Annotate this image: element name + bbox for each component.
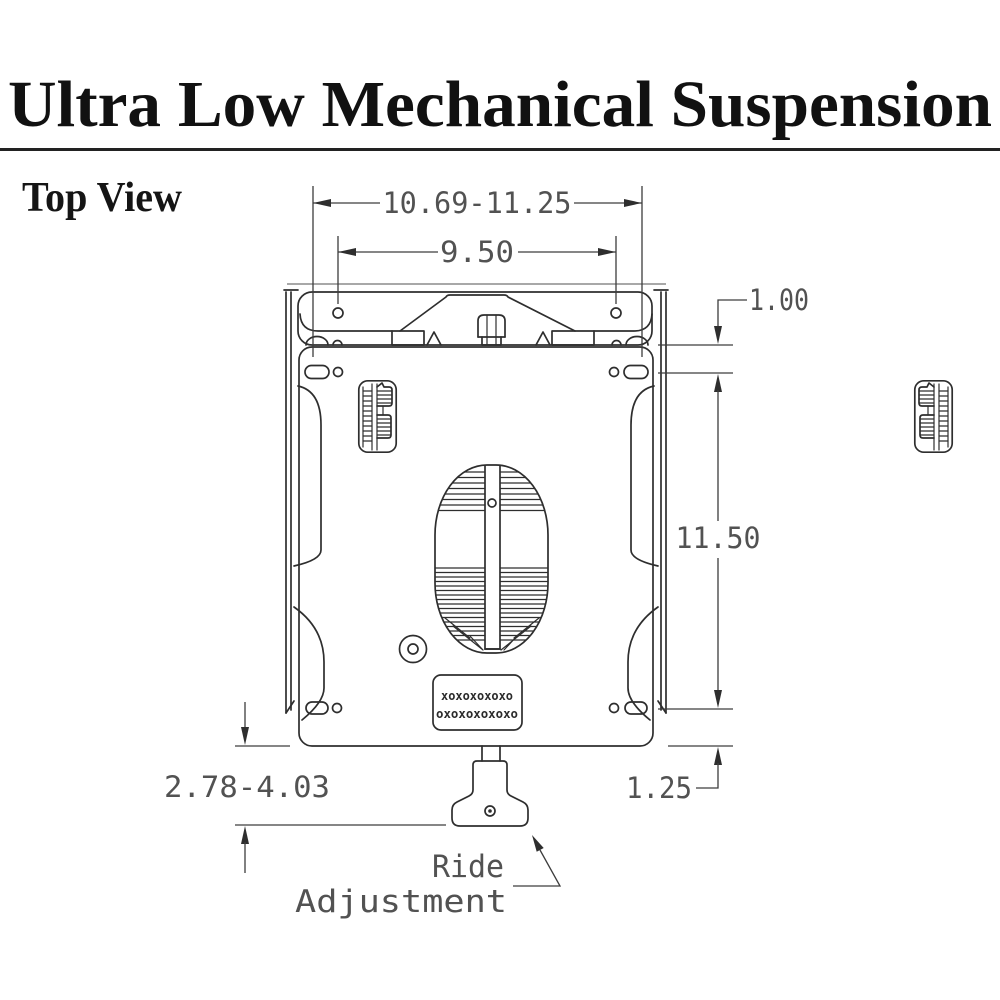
pocket-right-lower (627, 606, 659, 721)
knob-body (451, 760, 529, 827)
label-row-2: oxoxoxoxoxo (436, 706, 518, 721)
pocket-left-upper (293, 385, 322, 567)
guide-diagonals (444, 617, 540, 651)
half-slot-left (305, 335, 329, 346)
hole-bottom-right (608, 702, 620, 714)
slot-bottom-right (624, 701, 648, 715)
center-bolt (477, 314, 506, 346)
ride-adjustment-callout: Ride Adjustment (295, 835, 562, 920)
drawing-layer: xoxoxoxoxo oxoxoxoxoxo (283, 283, 954, 827)
view-label: Top View (22, 175, 183, 221)
callout-line-1: Ride (432, 849, 504, 885)
retainer-top-left (357, 379, 398, 454)
slot-bottom-left (305, 701, 329, 715)
dim-flange-offset-value: 1.00 (749, 283, 809, 317)
half-hole-right (611, 339, 622, 346)
half-slot-right (625, 335, 649, 346)
guide-rod (484, 465, 501, 650)
dim-slot-span: 11.50 (658, 374, 761, 710)
dimension-layer: 10.69-11.25 9.50 1.00 11.50 (164, 186, 809, 920)
label-row-1: xoxoxoxoxo (441, 688, 513, 703)
slot-top-right (623, 364, 649, 380)
dim-outer-width-value: 10.69-11.25 (383, 186, 572, 220)
half-hole-left (332, 339, 343, 346)
callout-arrow (532, 835, 544, 852)
roller-ring (398, 634, 428, 664)
dim-hole-spacing: 9.50 (337, 235, 617, 304)
page-title: Ultra Low Mechanical Suspension (8, 68, 992, 141)
slot-top-left (304, 364, 330, 380)
dim-height-range-value: 2.78-4.03 (164, 770, 330, 804)
bracket-wedge-left (426, 331, 442, 346)
dim-bottom-offset-value: 1.25 (626, 771, 692, 805)
dim-bottom-offset: 1.25 (626, 745, 733, 805)
mount-hole-left (332, 307, 344, 319)
product-label: xoxoxoxoxo oxoxoxoxoxo (432, 674, 523, 731)
hole-top-right (608, 366, 620, 378)
top-bracket (297, 291, 653, 346)
bracket-inner-left (299, 313, 393, 332)
hole-bottom-left (331, 702, 343, 714)
bracket-wedge-right (535, 331, 551, 346)
mount-hole-right (610, 307, 622, 319)
pocket-right-upper (630, 385, 659, 567)
ride-adjustment-knob (451, 745, 529, 827)
callout-line-2: Adjustment (295, 884, 507, 920)
center-guide (434, 464, 549, 654)
bracket-inner-right (593, 313, 653, 332)
knob-stem (481, 745, 501, 762)
retainer-top-right (913, 379, 954, 454)
dim-slot-span-value: 11.50 (676, 521, 761, 555)
dim-flange-offset: 1.00 (658, 283, 809, 374)
main-plate (293, 346, 659, 747)
bracket-trapezoid (399, 294, 576, 332)
dim-hole-spacing-value: 9.50 (440, 235, 514, 269)
right-rail (653, 289, 669, 714)
bracket-notch-right (551, 330, 595, 346)
guide-rod-hole (487, 498, 497, 508)
guide-outline (434, 464, 549, 654)
title-underline (0, 148, 1000, 151)
left-rail (283, 289, 299, 714)
knob-screw (484, 805, 496, 817)
hole-top-left (332, 366, 344, 378)
dim-height-range: 2.78-4.03 (164, 702, 446, 873)
dim-outer-width: 10.69-11.25 (312, 186, 643, 357)
callout-leader (513, 849, 562, 887)
pocket-left-lower (293, 606, 325, 721)
bracket-notch-left (391, 330, 425, 346)
